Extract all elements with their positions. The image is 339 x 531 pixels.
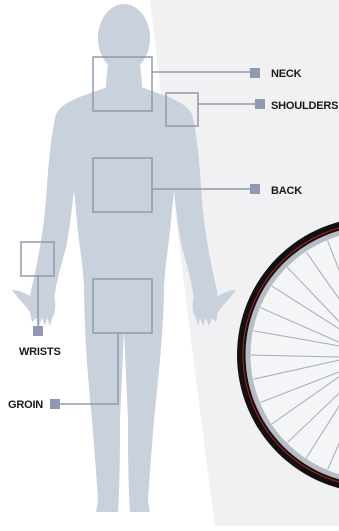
- groin-label: GROIN: [8, 399, 43, 411]
- wrists-marker: [33, 326, 43, 336]
- neck-marker: [250, 68, 260, 78]
- neck-label: NECK: [271, 68, 301, 80]
- back-label: BACK: [271, 185, 302, 197]
- head: [98, 4, 150, 72]
- torso-and-arms: [30, 88, 218, 300]
- groin-marker: [50, 399, 60, 409]
- wrists-label: WRISTS: [19, 346, 61, 358]
- shoulders-label: SHOULDERS: [271, 100, 338, 112]
- back-marker: [250, 184, 260, 194]
- shoulders-marker: [255, 99, 265, 109]
